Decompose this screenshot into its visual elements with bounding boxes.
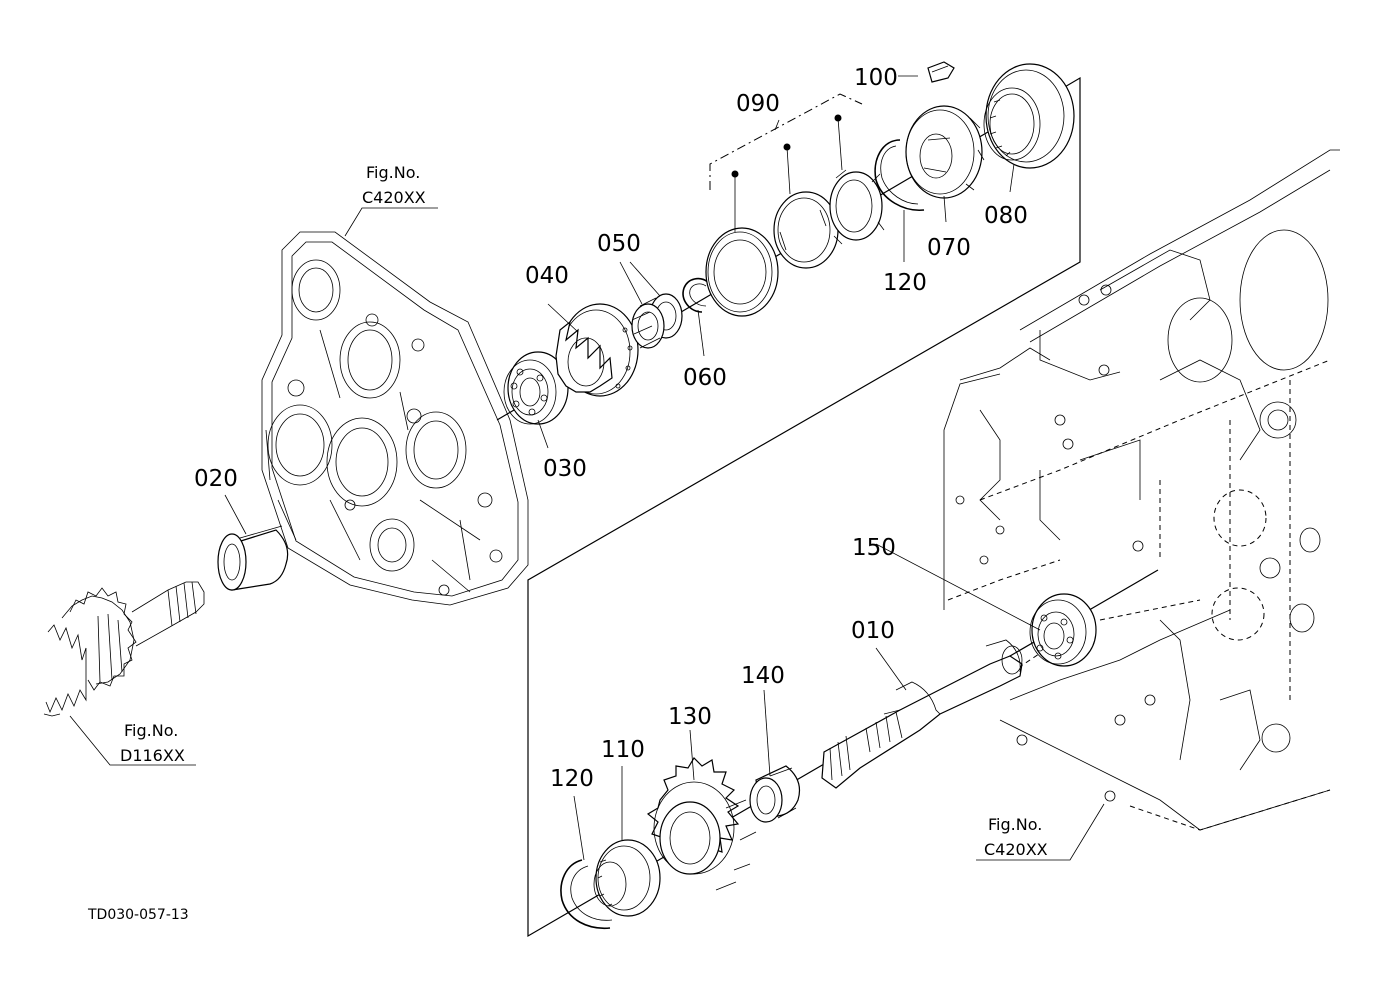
fig-caption: Fig.No.: [988, 815, 1042, 834]
input-gear-shaft: [43, 581, 205, 717]
label-100: 100: [854, 65, 898, 91]
label-030: 030: [543, 456, 587, 482]
collar-110: [593, 839, 661, 917]
label-040: 040: [525, 263, 569, 289]
label-010: 010: [851, 618, 895, 644]
label-070: 070: [927, 235, 971, 261]
label-090: 090: [736, 91, 780, 117]
gear-130: [646, 757, 757, 891]
ball-bearing-030: [503, 351, 569, 425]
figure-reference-c420xx-lower: Fig.No. C420XX: [984, 815, 1048, 859]
label-110: 110: [601, 737, 645, 763]
label-140: 140: [741, 663, 785, 689]
figure-reference-c420xx-upper: Fig.No. C420XX: [362, 163, 426, 207]
label-120-upper: 120: [883, 270, 927, 296]
fig-caption: Fig.No.: [366, 163, 420, 182]
label-150: 150: [852, 535, 896, 561]
ball-bearing-150: [1029, 593, 1097, 667]
needle-bearing-140: [749, 765, 801, 823]
part-labels: 020 040 050 030 060 090 100 070 080 120 …: [194, 65, 1028, 792]
shifter-hub-070: [905, 105, 985, 199]
figure-reference-d116xx: Fig.No. D116XX: [120, 721, 185, 765]
circlip-060: [682, 277, 709, 313]
label-080: 080: [984, 203, 1028, 229]
fig-code: C420XX: [984, 840, 1048, 859]
key-100: [927, 61, 955, 83]
circlip-120-upper: [874, 139, 925, 211]
needle-bearing-020: [217, 525, 289, 591]
gear-040: [555, 303, 639, 397]
fig-caption: Fig.No.: [124, 721, 178, 740]
main-shaft-010: [821, 639, 1023, 789]
label-050: 050: [597, 231, 641, 257]
label-020: 020: [194, 466, 238, 492]
fig-code: C420XX: [362, 188, 426, 207]
gear-case-cover: [261, 231, 529, 606]
leader-lines: [69, 75, 1105, 861]
label-060: 060: [683, 365, 727, 391]
fig-code: D116XX: [120, 746, 185, 765]
synchronizer-ring-090: [705, 169, 885, 317]
circlip-120-lower: [560, 859, 613, 930]
drawing-code: TD030-057-13: [87, 907, 189, 923]
needle-bearing-050: [631, 293, 683, 349]
transmission-case: [943, 149, 1340, 831]
label-130: 130: [668, 704, 712, 730]
bracket-090: [709, 93, 863, 232]
sleeve-080: [983, 63, 1075, 169]
label-120-lower: 120: [550, 766, 594, 792]
